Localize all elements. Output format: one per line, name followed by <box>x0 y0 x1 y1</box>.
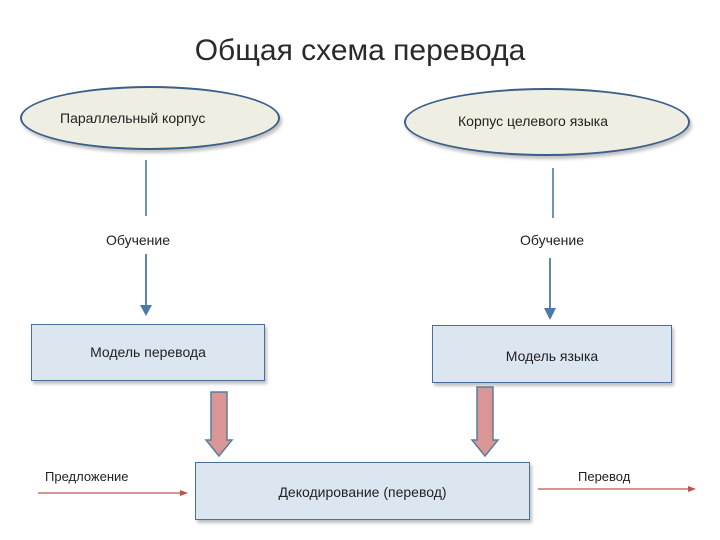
output-arrowhead <box>688 486 696 492</box>
parallel-corpus-label: Параллельный корпус <box>60 110 206 126</box>
parallel-corpus-node <box>20 86 280 150</box>
right-training-label: Обучение <box>520 232 585 248</box>
left-block-arrow <box>204 391 234 458</box>
language-model-label: Модель языка <box>505 348 599 364</box>
right-block-arrow <box>470 386 500 458</box>
language-model-node <box>432 325 672 383</box>
target-corpus-label: Корпус целевого языка <box>458 113 609 129</box>
right-training-arrowhead <box>544 308 556 320</box>
input-arrowhead <box>180 490 188 496</box>
decoding-node <box>195 462 530 520</box>
translation-model-label: Модель перевода <box>90 344 206 360</box>
output-translation-label: Перевод <box>578 469 631 484</box>
input-sentence-label: Предложение <box>45 469 129 484</box>
left-training-label: Обучение <box>106 232 171 248</box>
target-corpus-node <box>404 88 690 156</box>
decoding-label: Декодирование (перевод) <box>278 484 447 500</box>
translation-model-node <box>31 324 265 381</box>
left-training-arrowhead <box>140 305 152 316</box>
diagram-title: Общая схема перевода <box>194 34 526 67</box>
